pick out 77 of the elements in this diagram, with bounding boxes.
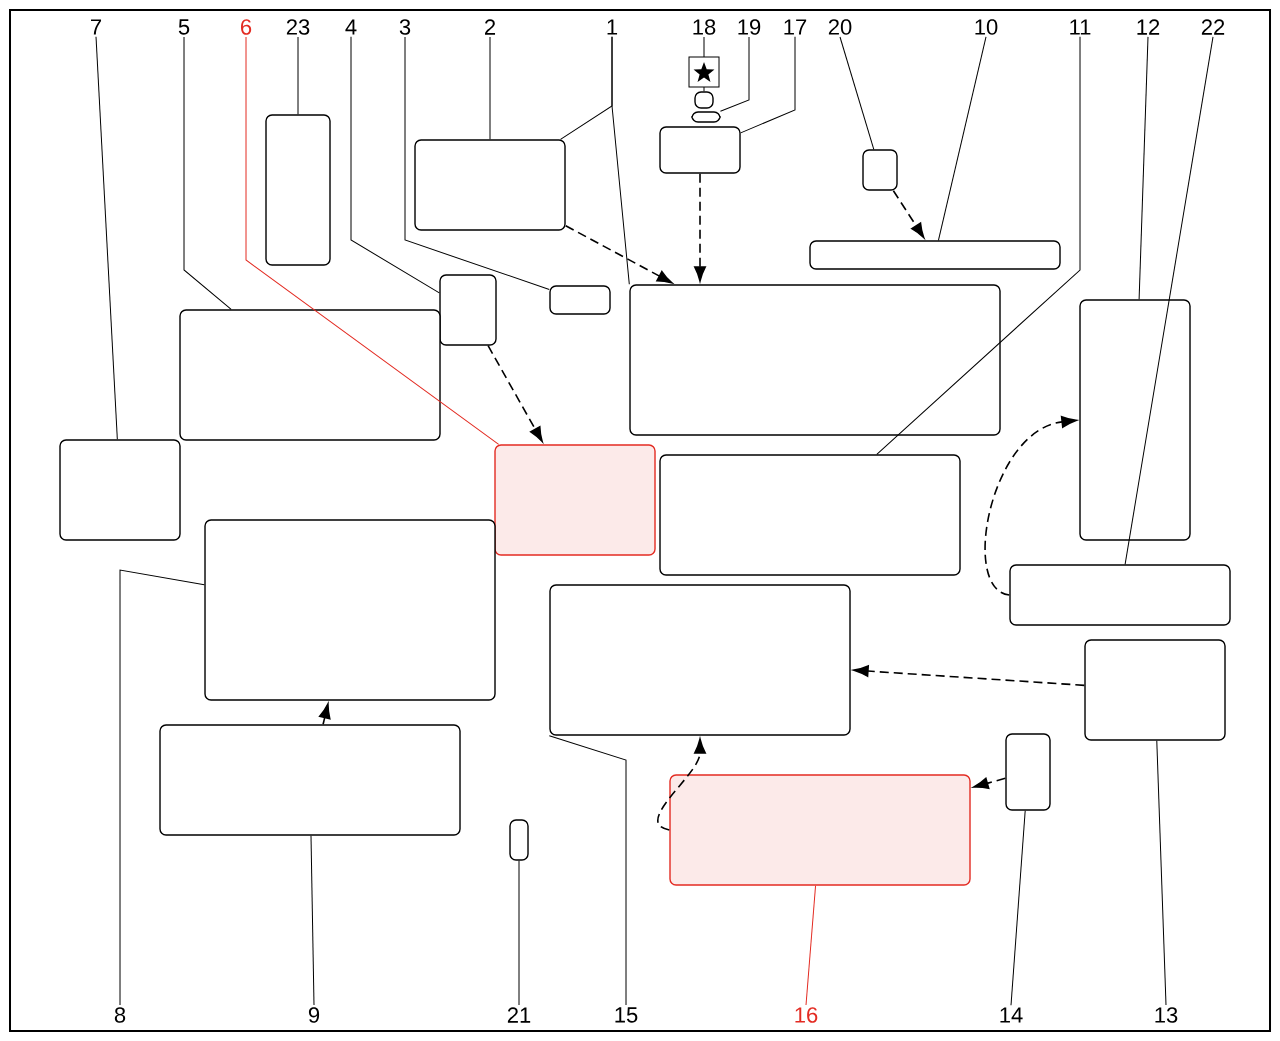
callout-number: 7 [91,19,102,35]
part-drawing [694,91,714,109]
leader-line [740,36,796,134]
leader-line [297,36,299,115]
part-drawing [1005,733,1051,811]
leader-line [183,36,232,310]
part-drawing [509,819,529,861]
part-drawing [1079,299,1191,541]
callout-number: 17 [784,19,807,35]
leader-line [719,36,750,112]
dashed-arrow [853,665,1086,687]
dashed-arrow [318,703,331,726]
part-drawing [494,444,656,556]
part-drawing [179,309,441,441]
callout-number: 9 [308,1007,320,1023]
leader-line [310,835,315,1006]
callout-number: 2 [485,19,496,35]
callout-number: 19 [738,19,761,35]
callout-number: 10 [975,19,998,35]
leader-line [1010,810,1026,1006]
dashed-arrow [892,189,925,239]
part-drawing [629,284,1001,436]
part-drawing [862,149,898,191]
leader-line [1156,740,1167,1006]
part-drawing [159,724,461,836]
callout-number: 12 [1137,19,1160,35]
leader-line [245,36,500,445]
leader-line [839,36,875,150]
part-drawing [691,111,721,123]
callout-number: 8 [114,1007,126,1023]
dashed-arrow [694,172,706,282]
part-drawing [59,439,181,541]
part-drawing [659,454,961,576]
leader-line [1124,36,1214,565]
part-drawing [659,126,741,174]
dashed-arrow [564,224,673,284]
leader-line [611,36,630,285]
callout-number: 5 [178,19,190,35]
dashed-arrow [973,777,1007,790]
callout-number: 11 [1070,19,1091,35]
callout-number: 18 [693,19,716,35]
leader-line [805,885,817,1006]
part-drawing [1084,639,1226,741]
leader-line [404,36,550,290]
part-drawing [549,285,611,315]
callout-number: 22 [1201,19,1225,35]
leader-line [119,569,205,1006]
part-drawing [1009,564,1231,626]
leader-line [518,860,520,1006]
part-drawing [265,114,331,266]
leader-line [548,735,627,1006]
leader-line [489,36,491,140]
leader-line [95,36,118,440]
part-drawing [414,139,566,231]
dashed-arrow [984,416,1077,596]
callout-number: 14 [1000,1007,1023,1023]
dashed-arrow [657,738,706,831]
part-drawing [204,519,496,701]
callout-number: 1 [607,19,618,35]
callout-number: 6 [241,19,252,35]
part-drawing [549,584,851,736]
part-drawing [669,774,971,886]
dashed-arrow [487,344,543,443]
callout-number: 4 [345,19,357,35]
callout-number: 23 [286,19,310,35]
leader-line [876,36,1081,455]
callout-number: 16 [795,1007,818,1023]
callout-number: 20 [828,19,852,35]
callout-number: 21 [507,1007,531,1023]
part-drawing [809,240,1061,270]
callout-number: 15 [615,1007,638,1023]
leader-line [350,36,440,294]
part-drawing [439,274,497,346]
leader-line [1138,36,1149,300]
callout-number: 13 [1155,1007,1178,1023]
callout-number: 3 [399,19,411,35]
leader-line [937,36,987,241]
